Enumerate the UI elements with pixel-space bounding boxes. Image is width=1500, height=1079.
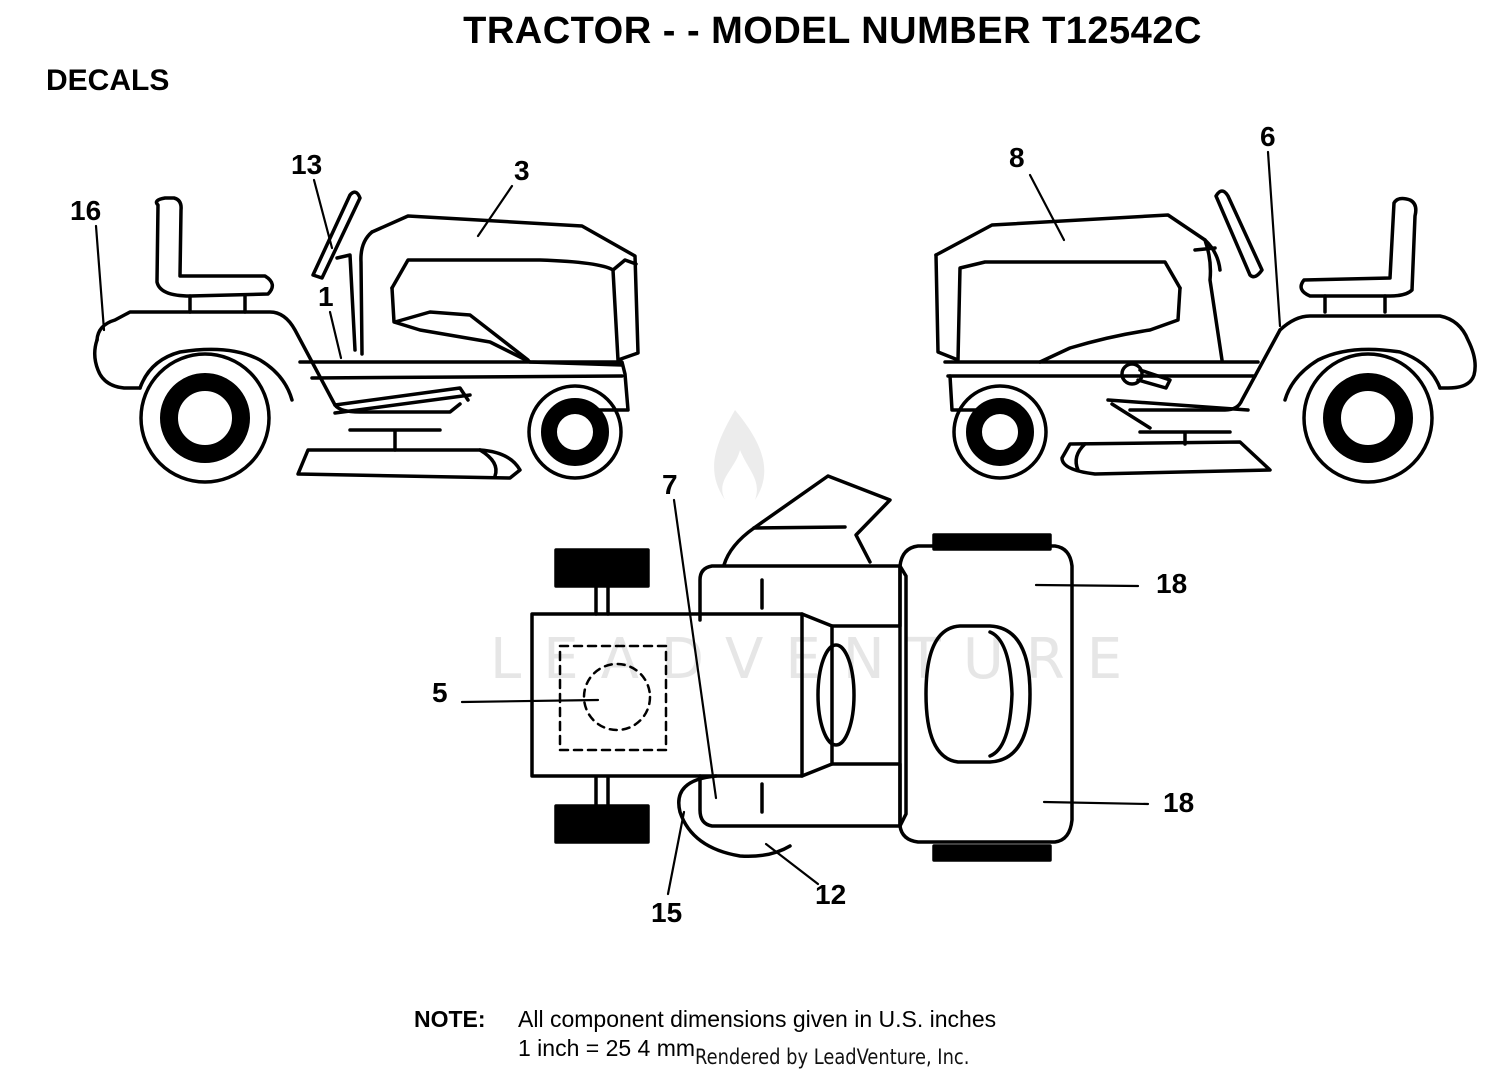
tractor-right-side-view xyxy=(934,189,1477,484)
tractor-left-side-view xyxy=(93,190,640,484)
note-text-2: 1 inch = 25 4 mm xyxy=(518,1035,696,1061)
front-wheel xyxy=(952,384,1048,480)
steering-column xyxy=(335,253,357,352)
front-tire xyxy=(554,804,650,844)
seat xyxy=(154,196,275,298)
page-title: TRACTOR - - MODEL NUMBER T12542C xyxy=(463,10,1202,52)
steering-column-top xyxy=(816,643,856,747)
rear-fender xyxy=(1278,314,1477,390)
lift-lever-knob xyxy=(1120,362,1144,386)
callout-5: 5 xyxy=(432,677,448,708)
hood xyxy=(934,213,1224,362)
front-wheel xyxy=(527,384,623,480)
seat-top xyxy=(924,624,1032,764)
note-line-1: NOTE: All component dimensions given in U… xyxy=(414,1005,1018,1034)
rear-wheel xyxy=(139,352,271,484)
steering-wheel xyxy=(1214,189,1264,279)
note-text-1: All component dimensions given in U.S. i… xyxy=(518,1006,997,1032)
note-line-2: 1 inch = 25 4 mmRendered by LeadVenture,… xyxy=(414,1034,1018,1069)
callout-18-upper: 18 xyxy=(1156,568,1187,599)
section-heading: DECALS xyxy=(46,64,170,97)
dimensions-note: NOTE: All component dimensions given in U… xyxy=(414,1005,1018,1069)
rear-fender-top xyxy=(898,544,1074,844)
callout-13: 13 xyxy=(291,149,322,180)
front-tire xyxy=(554,548,650,588)
flame-logo-icon xyxy=(714,410,765,500)
discharge-chute xyxy=(752,474,892,564)
callout-7: 7 xyxy=(662,469,678,500)
mower-deck-outline xyxy=(677,774,792,859)
rear-wheel xyxy=(1302,352,1434,484)
callout-3: 3 xyxy=(514,155,530,186)
callout-18-lower: 18 xyxy=(1163,787,1194,818)
decal-area xyxy=(558,644,668,752)
callout-15: 15 xyxy=(651,897,682,928)
rendered-by-credit: Rendered by LeadVenture, Inc. xyxy=(695,1045,970,1069)
callout-16: 16 xyxy=(70,195,101,226)
callout-labels: 16 13 3 1 8 6 7 5 18 18 12 15 xyxy=(70,121,1276,928)
hood xyxy=(370,214,640,362)
mower-deck xyxy=(1060,440,1272,476)
callout-8: 8 xyxy=(1009,142,1025,173)
rear-tire xyxy=(932,844,1052,862)
leader-lines xyxy=(94,150,1282,896)
callout-6: 6 xyxy=(1260,121,1276,152)
tractor-top-view xyxy=(530,474,1074,862)
body-outline xyxy=(698,564,902,628)
callout-1: 1 xyxy=(318,281,334,312)
frame xyxy=(298,360,630,412)
seat xyxy=(1299,196,1418,298)
hood-top xyxy=(530,612,804,778)
callout-12: 12 xyxy=(815,879,846,910)
steering-wheel xyxy=(311,190,362,280)
decal-area-circle xyxy=(582,662,652,732)
note-label: NOTE: xyxy=(414,1006,486,1032)
